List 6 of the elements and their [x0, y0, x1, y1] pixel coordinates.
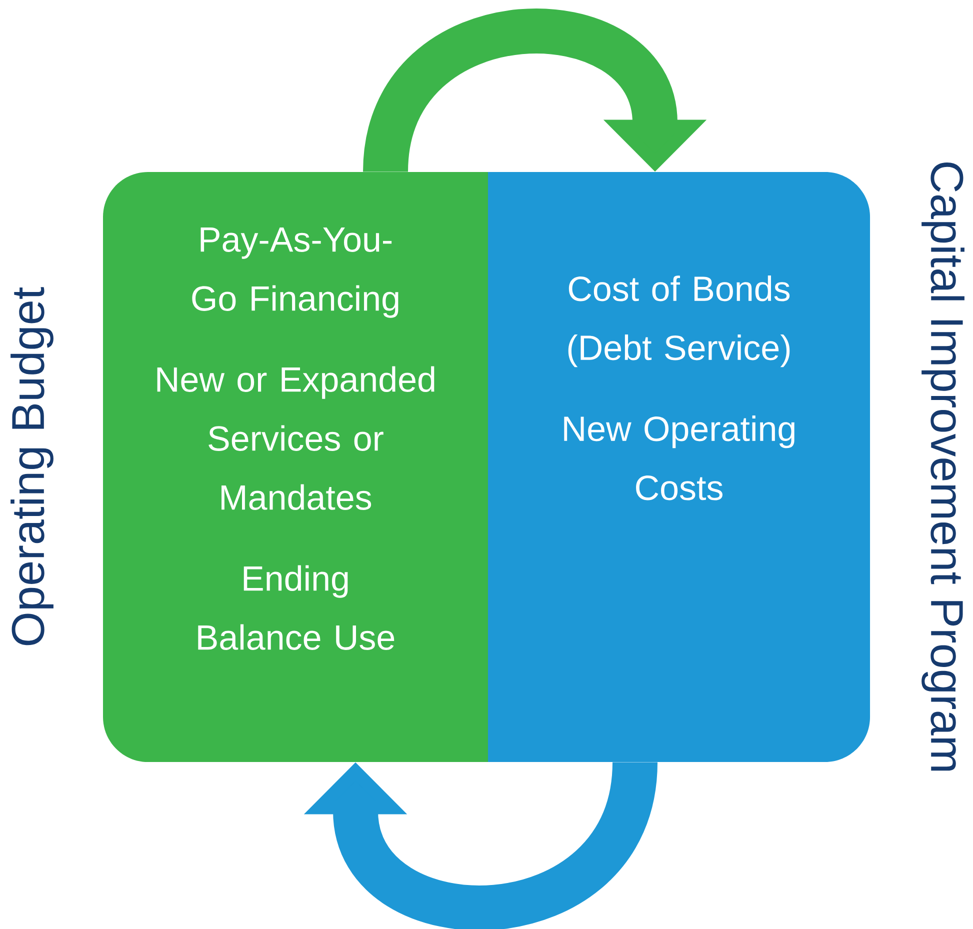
side-label: Capital Improvement Program	[922, 162, 964, 771]
panel: Pay-As-You-Go Financing New or Expanded Services or Mandates Ending Balance Use	[103, 172, 488, 762]
panel: Cost of Bonds (Debt Service) New Operating Costs	[488, 172, 870, 762]
side-label: Operating Budget	[10, 287, 54, 646]
curved-arrow	[304, 759, 658, 929]
curved-arrow	[363, 9, 707, 175]
